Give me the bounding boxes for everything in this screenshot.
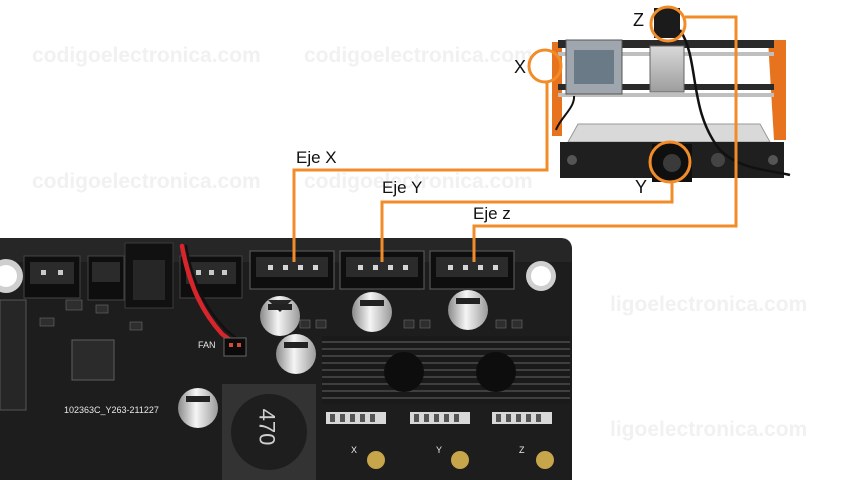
capacitor [260, 296, 300, 336]
watermark: codigoelectronica.com [304, 44, 533, 67]
wire-x [292, 82, 549, 262]
watermark: codigoelectronica.com [32, 170, 261, 193]
inductor [222, 384, 316, 480]
watermark: codigoelectronica.com [304, 170, 533, 193]
watermark: ligoelectronica.com [610, 418, 808, 441]
marker-circle-z [649, 5, 687, 43]
connector-z [429, 250, 515, 290]
capacitor [352, 292, 392, 332]
fan-silkscreen: FAN [198, 340, 216, 350]
capacitor [448, 290, 488, 330]
connector-x [249, 250, 335, 290]
marker-circle-y [648, 140, 692, 184]
capacitor [178, 388, 218, 428]
board-part-number: 102363C_Y263-211227 [64, 405, 159, 415]
controller-board [0, 238, 572, 480]
marker-z-label: Z [633, 10, 644, 30]
cnc-machine [552, 8, 791, 182]
label-eje-x: Eje X [296, 148, 337, 167]
driver-label-x: X [351, 445, 358, 455]
wire-y [380, 182, 674, 262]
driver-label-y: Y [436, 445, 443, 455]
wire-z [472, 15, 738, 262]
heatsink [322, 336, 570, 404]
capacitor [276, 334, 316, 374]
wiring [292, 15, 738, 262]
marker-circle-x [527, 48, 563, 84]
label-eje-z: Eje z [473, 204, 511, 223]
driver-label-z: Z [519, 445, 525, 455]
watermark: codigoelectronica.com [32, 44, 261, 67]
marker-x-label: X [514, 57, 527, 77]
marker-y-label: Y [635, 177, 648, 197]
label-eje-y: Eje Y [382, 178, 423, 197]
watermark: ligoelectronica.com [610, 293, 808, 316]
driver-switches [326, 412, 554, 469]
inductor-marking: 470 [254, 408, 280, 446]
